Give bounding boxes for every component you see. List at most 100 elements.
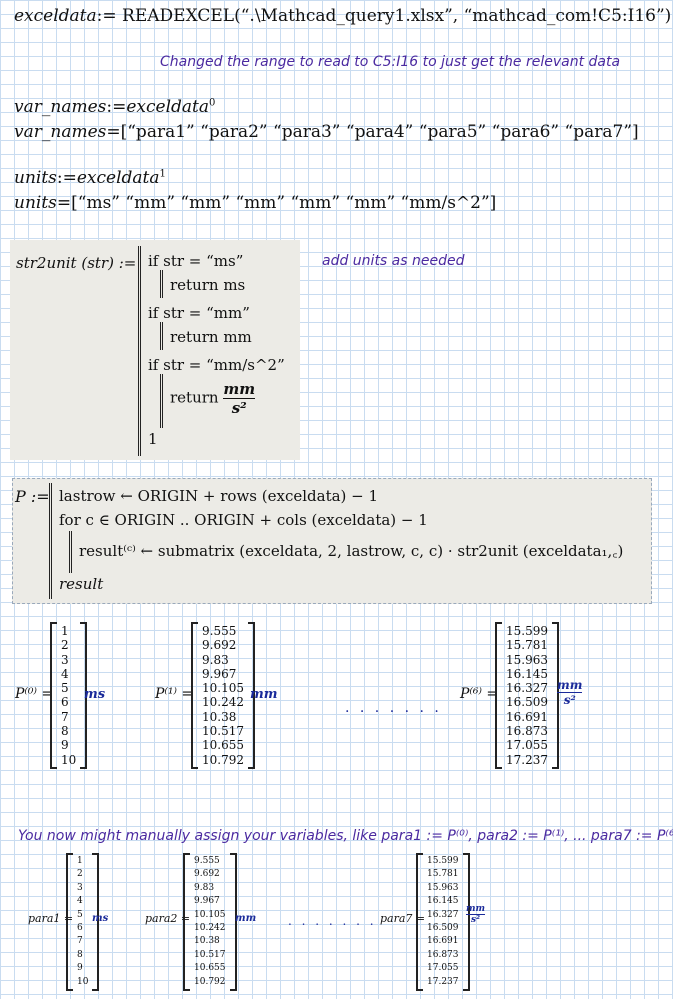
matrix-cell: 4	[77, 896, 83, 907]
unit-denominator: s²	[471, 915, 481, 925]
var-exceldata: exceldata	[14, 6, 97, 26]
matrix-cell: 10.38	[194, 936, 220, 947]
ellipsis: . . . . . . .	[288, 914, 377, 928]
comment-assign[interactable]: You now might manually assign your varia…	[18, 828, 673, 844]
p-header: P :=	[15, 487, 50, 506]
matrix-cell: 10.655	[202, 738, 244, 753]
unit-numerator: mm	[557, 677, 583, 693]
matrix-cell: 10.105	[202, 681, 244, 696]
matrix-cell: 15.963	[427, 882, 459, 893]
return-mm: return mm	[170, 328, 252, 346]
assign-op: :=	[56, 168, 77, 188]
matrix-cell: 7	[61, 709, 69, 724]
matrix-cell: 16.873	[506, 724, 548, 739]
str2unit-region[interactable]: str2unit (str) := if str = “ms” return m…	[10, 240, 300, 460]
matrix-cell: 9.967	[194, 896, 220, 907]
para1-matrix[interactable]: 1 2 3 4 5 6 7 8 9 10	[66, 853, 100, 992]
program-bar	[49, 483, 52, 599]
return-ms: return ms	[170, 276, 246, 294]
units-evaluation[interactable]: units=[“ms” “mm” “mm” “mm” “mm” “mm” “mm…	[14, 193, 496, 213]
matrix-cell: 10	[77, 976, 89, 987]
p1-label: P⁽¹⁾ =	[155, 685, 194, 702]
column-index: 1	[159, 168, 166, 180]
p6-label: P⁽⁶⁾ =	[460, 685, 499, 702]
assign-op: :=	[96, 6, 117, 26]
result-vector: [“ms” “mm” “mm” “mm” “mm” “mm” “mm/s^2”]	[71, 193, 497, 213]
matrix-cell: 15.599	[427, 856, 459, 866]
matrix-cell: 9	[77, 963, 83, 974]
program-bar	[138, 246, 141, 456]
unit-numerator: mm	[466, 904, 486, 915]
eval-op: =	[106, 122, 121, 142]
matrix-cell: 2	[77, 869, 83, 880]
if-ms: if str = “ms”	[148, 252, 244, 270]
matrix-cell: 5	[61, 681, 69, 696]
matrix-cell: 10.242	[202, 695, 244, 710]
matrix-cell: 16.509	[427, 923, 459, 934]
para7-label: para7 =	[380, 912, 426, 925]
matrix-cell: 9.967	[202, 666, 237, 681]
matrix-cell: 15.599	[506, 624, 548, 638]
matrix-cell: 8	[77, 949, 83, 960]
readexcel-args: (“.\Mathcad_query1.xlsx”, “mathcad_com!C…	[234, 6, 672, 26]
unit-denominator: s²	[231, 399, 247, 417]
assign-op: :=	[106, 97, 127, 117]
p1-unit: mm	[250, 686, 278, 702]
matrix-cell: 1	[61, 624, 69, 638]
matrix-cell: 5	[77, 909, 83, 920]
rhs: exceldata	[76, 168, 160, 188]
matrix-cell: 7	[77, 936, 83, 947]
para1-unit: ms	[92, 913, 109, 924]
matrix-cell: 4	[61, 666, 69, 681]
comment-units[interactable]: add units as needed	[322, 253, 465, 269]
column-index: 0	[209, 97, 216, 109]
matrix-cell: 16.327	[427, 909, 459, 920]
return-keyword: return	[170, 388, 219, 407]
matrix-cell: 9.555	[202, 624, 237, 638]
matrix-cell: 16.145	[427, 896, 459, 907]
para2-label: para2 =	[145, 912, 191, 925]
matrix-cell: 3	[61, 652, 69, 667]
matrix-cell: 8	[61, 724, 69, 739]
matrix-cell: 17.237	[427, 976, 459, 987]
comment-range[interactable]: Changed the range to read to C5:I16 to j…	[160, 54, 621, 70]
matrix-cell: 10.792	[194, 976, 226, 987]
matrix-cell: 1	[77, 856, 83, 866]
var-name: var_names	[14, 122, 107, 142]
matrix-cell: 10.242	[194, 923, 226, 934]
if-mm: if str = “mm”	[148, 304, 250, 322]
matrix-cell: 6	[77, 923, 83, 934]
matrix-cell: 10.655	[194, 963, 226, 974]
var-name: var_names	[14, 97, 107, 117]
matrix-cell: 9.83	[194, 882, 215, 893]
matrix-cell: 16.145	[506, 666, 548, 681]
p-program-region[interactable]: P := lastrow ← ORIGIN + rows (exceldata)…	[12, 478, 652, 604]
p0-label: P⁽⁰⁾ =	[15, 685, 54, 702]
rhs: exceldata	[126, 97, 209, 117]
matrix-cell: 17.055	[427, 963, 459, 974]
matrix-cell: 9	[61, 738, 69, 753]
units-definition[interactable]: units:=exceldata1	[14, 168, 166, 188]
matrix-cell: 10.517	[194, 949, 226, 960]
str2unit-header: str2unit (str) :=	[16, 254, 137, 272]
para2-unit: mm	[235, 913, 257, 924]
varnames-evaluation[interactable]: var_names=[“para1” “para2” “para3” “para…	[14, 122, 639, 142]
matrix-cell: 9.692	[194, 869, 220, 880]
readexcel-definition[interactable]: exceldata:= READEXCEL(“.\Mathcad_query1.…	[14, 6, 671, 26]
matrix-cell: 2	[61, 638, 69, 653]
varnames-definition[interactable]: var_names:=exceldata0	[14, 97, 215, 117]
matrix-cell: 3	[77, 882, 83, 893]
matrix-cell: 9.555	[194, 856, 220, 866]
result-line: result	[59, 575, 104, 593]
program-bar	[69, 531, 72, 573]
matrix-cell: 9.692	[202, 638, 237, 653]
matrix-cell: 10.792	[202, 752, 244, 767]
unit-denominator: s²	[563, 692, 576, 707]
for-line: for c ∈ ORIGIN .. ORIGIN + cols (excelda…	[59, 511, 428, 529]
